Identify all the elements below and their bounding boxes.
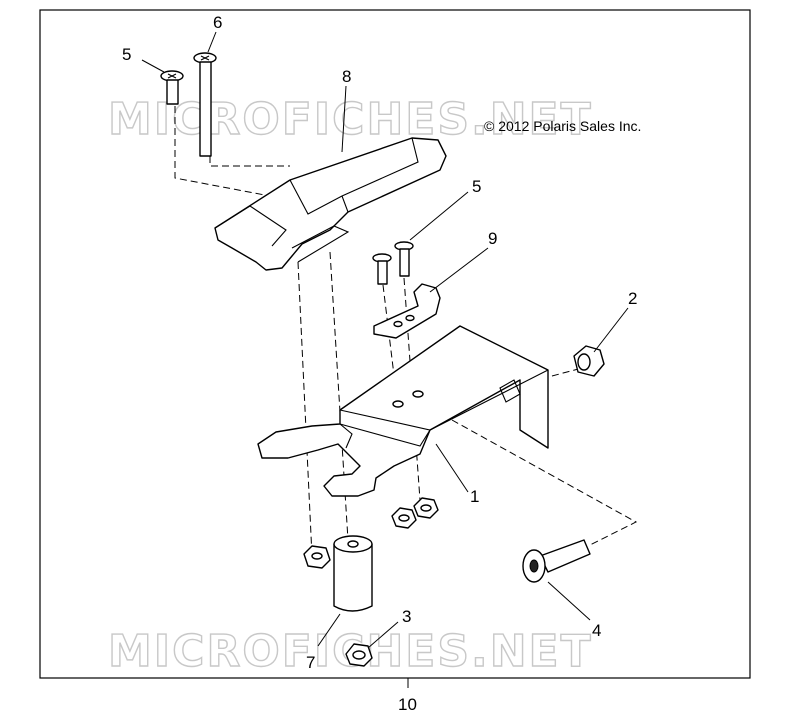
watermark-top: MICROFICHES.NET: [108, 94, 593, 145]
screws-part-5-middle: [372, 241, 414, 285]
screw-part-5-top: [160, 70, 184, 105]
long-screw-part-6: [193, 52, 217, 157]
diagram-frame: [39, 9, 751, 679]
mounting-bracket-part-1: [257, 325, 549, 497]
spacer-part-7: [333, 535, 373, 612]
hex-nut-part-2: [573, 345, 605, 377]
copyright-text: © 2012 Polaris Sales Inc.: [484, 118, 641, 134]
callout-5-middle: 5: [472, 177, 481, 196]
callout-3: 3: [402, 607, 411, 626]
flange-nuts-pair: [391, 497, 439, 529]
callout-4: 4: [592, 621, 601, 640]
callout-7: 7: [306, 653, 315, 672]
callout-2: 2: [628, 289, 637, 308]
small-bracket-part-9: [373, 283, 441, 339]
leader-lines: [141, 31, 629, 649]
nut-part-3: [345, 643, 373, 667]
callout-8: 8: [342, 67, 351, 86]
callout-9: 9: [488, 229, 497, 248]
callout-10: 10: [398, 695, 417, 714]
callout-5-top: 5: [122, 45, 131, 64]
callout-1: 1: [470, 487, 479, 506]
callout-6: 6: [213, 13, 222, 32]
flange-nut-left: [303, 545, 331, 569]
bolt-part-4: [522, 539, 591, 583]
latch-clamp-part-8: [214, 137, 447, 271]
